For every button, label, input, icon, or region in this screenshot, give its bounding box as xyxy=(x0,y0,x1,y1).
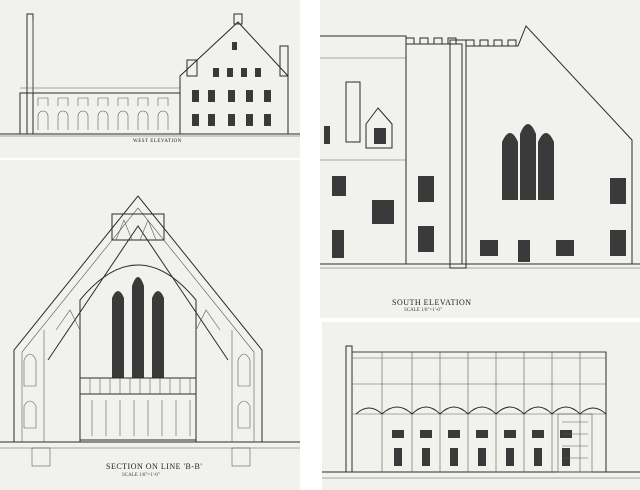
west-elevation-caption: WEST ELEVATION xyxy=(133,139,182,144)
south-elevation-drawing xyxy=(320,25,640,269)
south-elevation-caption: SOUTH ELEVATION xyxy=(392,298,472,307)
longitudinal-section-drawing xyxy=(322,345,640,479)
south-elevation-scale: SCALE 1/8"=1'-0" xyxy=(404,308,442,313)
west-elevation-panel: WEST ELEVATION xyxy=(0,0,300,158)
west-elevation-drawing xyxy=(0,13,300,137)
section-panel: SECTION ON LINE 'B-B' SCALE 1/8"=1'-0" xyxy=(0,160,300,490)
longitudinal-section-panel xyxy=(322,322,640,490)
section-caption: SECTION ON LINE 'B-B' xyxy=(106,462,203,471)
south-elevation-panel: SOUTH ELEVATION SCALE 1/8"=1'-0" xyxy=(320,0,640,318)
section-drawing xyxy=(0,195,300,467)
section-scale: SCALE 1/8"=1'-0" xyxy=(122,473,160,478)
